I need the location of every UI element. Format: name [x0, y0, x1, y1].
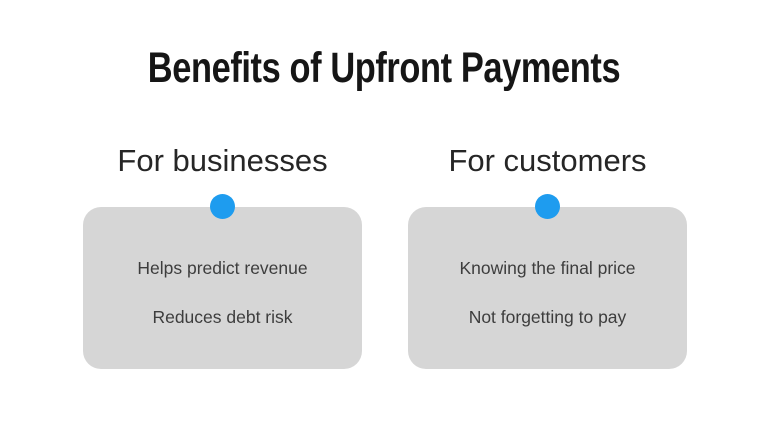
benefit-item: Helps predict revenue [137, 258, 308, 278]
benefit-card-businesses: Helps predict revenue Reduces debt risk [83, 194, 362, 369]
column-heading-businesses: For businesses [117, 143, 328, 178]
page-title: Benefits of Upfront Payments [147, 44, 621, 92]
dot-marker-icon [210, 194, 235, 219]
column-businesses: For businesses Helps predict revenue Red… [83, 141, 362, 369]
column-customers: For customers Knowing the final price No… [408, 141, 687, 369]
benefit-item: Not forgetting to pay [468, 307, 627, 327]
benefit-card-customers: Knowing the final price Not forgetting t… [408, 194, 687, 369]
benefit-item: Knowing the final price [459, 258, 636, 278]
benefit-item: Reduces debt risk [152, 307, 293, 327]
dot-marker-icon [535, 194, 560, 219]
column-heading-customers: For customers [448, 143, 647, 178]
